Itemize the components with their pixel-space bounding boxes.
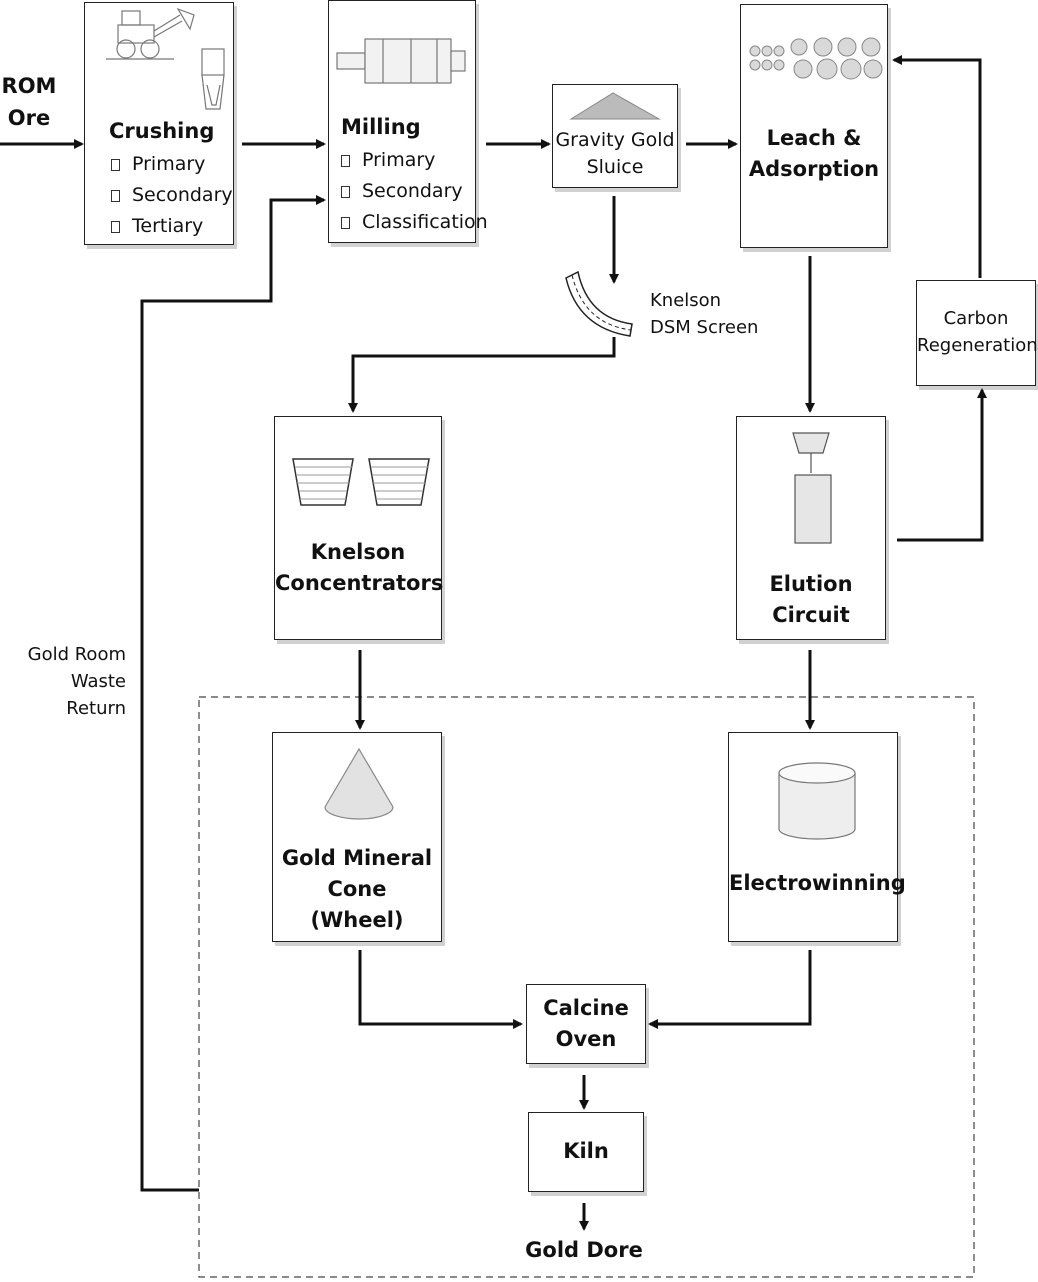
gold-room-boundary xyxy=(198,696,975,1278)
milling-item-classification: Classification xyxy=(341,207,488,238)
leach-adsorption-label: Leach &Adsorption xyxy=(748,126,880,181)
cone-icon xyxy=(324,747,394,820)
dsm-screen-icon xyxy=(565,270,633,337)
milling-title: Milling xyxy=(341,115,421,139)
bullet-icon xyxy=(111,189,120,202)
arrow-electro-to-calcine xyxy=(648,950,812,1029)
carbon-particles-icon xyxy=(749,37,883,80)
loader-crusher-icon xyxy=(106,7,225,110)
milling-list: Primary Secondary Classification xyxy=(341,145,488,238)
crushing-item-primary: Primary xyxy=(111,149,233,180)
arrow-screen-to-knelson xyxy=(348,337,616,413)
sluice-icon xyxy=(569,92,661,120)
arrow-elution-to-carbon xyxy=(897,388,987,542)
milling-item-primary: Primary xyxy=(341,145,488,176)
bullet-icon xyxy=(341,154,350,167)
leach-adsorption-box: Leach &Adsorption xyxy=(740,4,888,248)
kiln-box: Kiln xyxy=(528,1112,644,1192)
arrow-cone-to-calcine xyxy=(358,950,523,1029)
electrowinning-label: Electrowinning xyxy=(729,871,906,895)
bullet-icon xyxy=(111,158,120,171)
electrowinning-box: Electrowinning xyxy=(728,732,906,942)
crushing-list: Primary Secondary Tertiary xyxy=(111,149,233,242)
bullet-icon xyxy=(341,216,350,229)
ball-mill-icon xyxy=(336,38,466,84)
bullet-icon xyxy=(341,185,350,198)
arrow-carbon-to-leach xyxy=(892,55,982,278)
crushing-item-tertiary: Tertiary xyxy=(111,211,233,242)
gold-dore-label: Gold Dore xyxy=(525,1238,643,1262)
crushing-box: Crushing Primary Secondary Tertiary xyxy=(84,2,234,245)
milling-item-secondary: Secondary xyxy=(341,176,488,207)
milling-box: Milling Primary Secondary Classification xyxy=(328,0,488,243)
electrowinning-cell-icon xyxy=(778,762,856,840)
arrow-waste-return-to-milling xyxy=(140,195,326,1192)
elution-column-icon xyxy=(792,432,832,544)
concentrator-bowls-icon xyxy=(292,458,430,506)
kiln-label: Kiln xyxy=(563,1139,609,1163)
bullet-icon xyxy=(111,220,120,233)
crushing-title: Crushing xyxy=(109,119,215,143)
crushing-item-secondary: Secondary xyxy=(111,180,233,211)
